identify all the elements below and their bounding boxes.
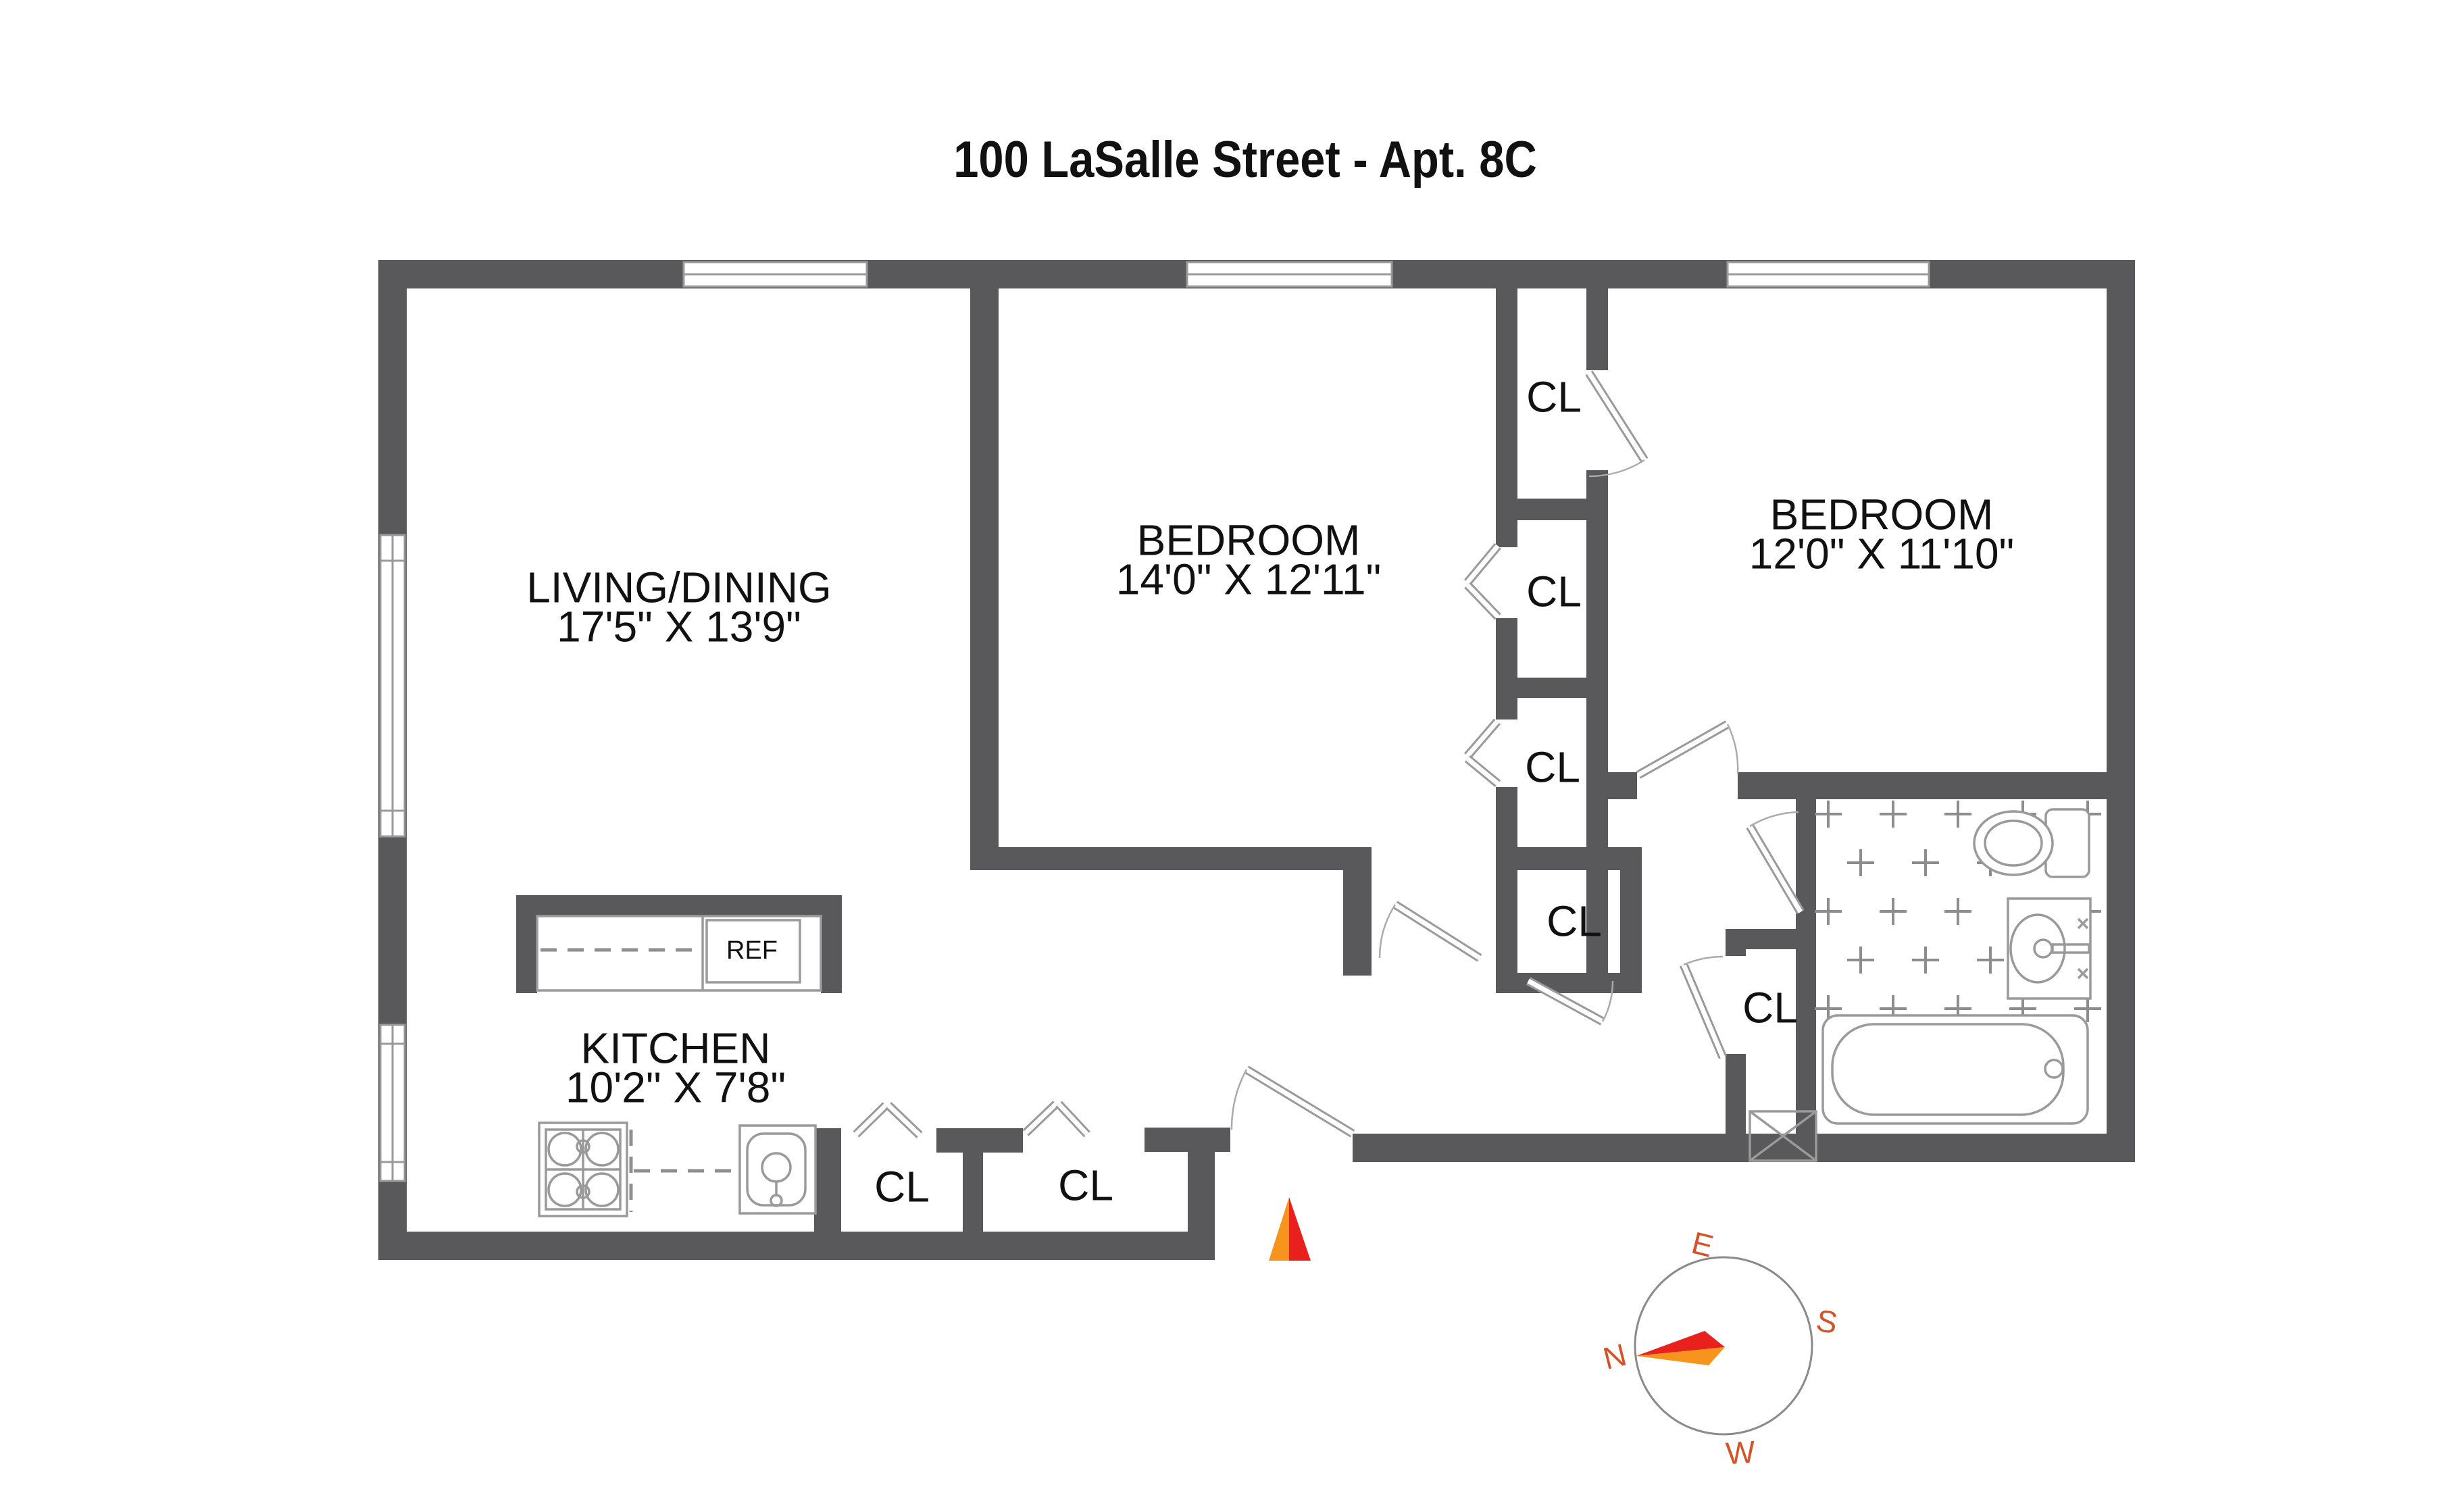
closet-label: CL xyxy=(874,1162,930,1211)
bifold-door-hall-closet-2 xyxy=(1022,1101,1090,1138)
walls xyxy=(378,260,2135,1260)
entry-door xyxy=(1230,1065,1355,1138)
wall xyxy=(1586,470,1608,986)
wall xyxy=(1496,678,1608,698)
wall xyxy=(2107,260,2135,1162)
closet-label: CL xyxy=(1058,1161,1113,1210)
compass-letter-w: W xyxy=(1724,1434,1757,1471)
door-bathroom xyxy=(1746,811,1805,915)
doors xyxy=(853,370,1805,1138)
window xyxy=(682,261,868,288)
room-dims-bedroom2: 12'0" X 11'10" xyxy=(1749,529,2015,578)
kitchen-lower-counter xyxy=(629,1130,736,1212)
bifold-door-closet-3 xyxy=(1464,718,1501,788)
room-dims-kitchen: 10'2" X 7'8" xyxy=(565,1063,786,1112)
wall xyxy=(1738,772,2135,799)
room-label-bedroom2: BEDROOM xyxy=(1769,490,1994,539)
wall xyxy=(1586,288,1608,370)
kitchen-sink-icon xyxy=(738,1124,817,1215)
bifold-door-closet-2 xyxy=(1464,542,1501,620)
room-label-living: LIVING/DINING xyxy=(526,563,832,612)
closet-label: CL xyxy=(1742,983,1798,1032)
room-dims-living: 17'5" X 13'9" xyxy=(557,602,801,651)
room-label-bedroom1: BEDROOM xyxy=(1136,515,1361,565)
wall xyxy=(1608,772,1637,799)
wall xyxy=(936,1128,1023,1153)
closet-label: CL xyxy=(1526,567,1582,616)
window xyxy=(1186,261,1393,288)
door-bedroom1 xyxy=(1378,901,1482,962)
kitchen-counter xyxy=(536,915,822,992)
wall xyxy=(1496,973,1642,993)
door-hall-closet xyxy=(1526,977,1614,1026)
room-label-kitchen: KITCHEN xyxy=(580,1024,771,1073)
shelf-x-icon xyxy=(1749,1110,1817,1162)
wall xyxy=(516,895,537,993)
wall xyxy=(1796,799,1816,1162)
wall xyxy=(970,847,1372,870)
compass-circle xyxy=(1634,1256,1813,1436)
closet-label: CL xyxy=(1526,372,1582,422)
bathroom-fixtures xyxy=(1749,801,2101,1162)
windows xyxy=(379,261,1930,1182)
wall xyxy=(1496,499,1608,520)
vanity-sink-icon xyxy=(2007,897,2092,1000)
refrigerator xyxy=(705,919,801,984)
kitchen-fixtures xyxy=(536,915,822,1217)
refrigerator-label: REF xyxy=(726,936,778,965)
wall xyxy=(1496,787,1517,986)
closet-label: CL xyxy=(1525,742,1580,792)
window xyxy=(379,1024,406,1182)
stove-icon xyxy=(538,1121,628,1217)
window xyxy=(379,534,406,838)
bathtub-icon xyxy=(1821,1014,2089,1125)
wall xyxy=(1726,929,1746,956)
wall xyxy=(516,895,842,916)
wall xyxy=(1145,1128,1230,1152)
entry-arrow xyxy=(1269,1197,1311,1261)
compass-rose xyxy=(1634,1256,1813,1436)
wall xyxy=(1343,870,1372,976)
north-arrow xyxy=(1636,1331,1725,1356)
closet-label: CL xyxy=(1547,897,1602,946)
door-bath-closet xyxy=(1680,955,1727,1059)
wall xyxy=(814,1128,841,1232)
toilet-icon xyxy=(1973,808,2090,878)
wall xyxy=(1496,618,1517,720)
wall xyxy=(1726,1054,1746,1162)
wall xyxy=(1620,870,1642,986)
north-arrow xyxy=(1636,1347,1725,1365)
wall xyxy=(970,288,999,847)
bifold-door-hall-closet-1 xyxy=(853,1102,923,1138)
door-bedroom2 xyxy=(1636,720,1739,779)
room-dims-bedroom1: 14'0" X 12'11" xyxy=(1115,555,1382,604)
window xyxy=(1726,261,1930,288)
wall xyxy=(378,1232,1215,1260)
wall xyxy=(1496,847,1642,870)
door-top-closet xyxy=(1585,370,1649,478)
page-title: 100 LaSalle Street - Apt. 8C xyxy=(953,131,1537,189)
wall xyxy=(1188,1152,1215,1232)
wall xyxy=(963,1153,983,1232)
wall xyxy=(821,895,842,993)
